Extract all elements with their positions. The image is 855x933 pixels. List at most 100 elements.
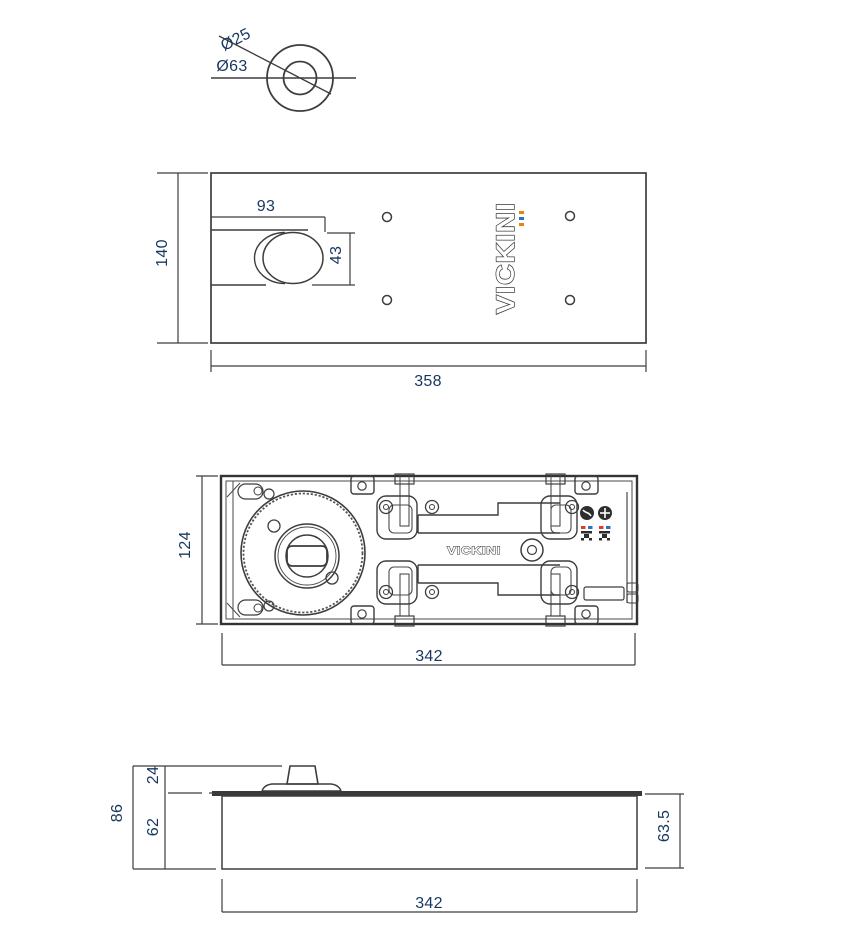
spindle-boss-arc	[253, 231, 286, 285]
spring-guide-frame	[540, 560, 578, 605]
washer-screw-hole	[569, 589, 575, 595]
speed-mark-blue	[588, 526, 593, 529]
dim-cover-slot-width: 93	[257, 198, 275, 215]
spring-guide-slot	[388, 504, 413, 534]
dim-spindle-inner-dia: Ø25	[218, 25, 253, 54]
clamp-pin	[237, 599, 264, 616]
cam-drum-knurl	[242, 492, 364, 614]
logo-accent-mark	[519, 211, 524, 214]
mounting-tab	[350, 475, 375, 495]
mounting-tab-hole	[581, 481, 591, 491]
inner-circle	[282, 60, 318, 96]
mechanism-inner-frame	[225, 480, 633, 620]
valve-speed-icon	[599, 526, 611, 541]
spring-guide-frame	[540, 495, 578, 540]
mounting-tab-hole	[357, 609, 367, 619]
washer-screw-hole	[569, 504, 575, 510]
mounting-tab	[574, 475, 599, 495]
bolt-head	[394, 473, 415, 485]
washer-screw-hole	[429, 504, 435, 510]
speed-mark-red	[581, 526, 586, 529]
spindle-flange-side	[261, 783, 342, 792]
cover-plate-view: VICKINI 93 43 140 358	[154, 172, 647, 390]
dim-cover-width: 358	[414, 373, 442, 390]
cam-drum	[240, 490, 366, 616]
valve-icon-bar	[581, 531, 592, 534]
clamp-pin	[237, 483, 264, 500]
washer-screw	[564, 499, 580, 515]
washer-screw-hole	[383, 504, 389, 510]
dim-side-right-height: 63.5	[656, 810, 673, 842]
dim-spindle-outer-dia: Ø63	[216, 58, 247, 75]
spring-guide-slot	[388, 566, 413, 596]
spring-guide-slot	[550, 504, 572, 534]
washer-screw	[378, 584, 394, 600]
valve-icon-stem	[602, 534, 607, 538]
spring-guide-slot	[550, 566, 572, 596]
washer-screw	[424, 499, 440, 515]
embossed-logo: VICKINI	[447, 545, 501, 557]
valve-icon-foot	[581, 538, 584, 541]
valve-icon-foot	[607, 538, 610, 541]
washer-screw-hole	[429, 589, 435, 595]
mounting-tab	[574, 605, 599, 625]
valve-icon-foot	[599, 538, 602, 541]
valve-icon-stem	[584, 534, 589, 538]
mounting-tab	[350, 605, 375, 625]
corner-chamfer	[226, 602, 241, 618]
leader-line-inner-dia	[218, 35, 332, 95]
washer-screw-hole	[383, 589, 389, 595]
spindle-bore	[285, 534, 329, 578]
dim-side-spindle-height: 24	[145, 766, 162, 784]
clamp-pin-hole	[253, 603, 263, 613]
screw-hole	[381, 211, 393, 223]
spring-guide-frame	[376, 495, 418, 540]
washer-screw	[424, 584, 440, 600]
dim-mech-height: 124	[177, 531, 194, 559]
spindle-boss	[262, 231, 324, 285]
spindle-side	[286, 765, 319, 785]
clamp-screw	[263, 488, 275, 500]
valve-screw-1-slot	[582, 509, 592, 517]
outer-circle	[266, 44, 334, 112]
side-elevation-view: 86 24 62 63.5 342	[109, 765, 684, 913]
corner-chamfer	[226, 482, 241, 498]
washer-screw	[564, 584, 580, 600]
brand-logo-vertical: VICKINI	[492, 202, 520, 314]
valve-icon-foot	[589, 538, 592, 541]
valve-speed-icon	[581, 526, 593, 541]
mechanism-view: VICKINI	[177, 473, 639, 666]
pivot-ring-hole	[526, 544, 538, 556]
cover-plate-outline	[210, 172, 647, 344]
dim-side-total-height: 86	[109, 804, 126, 822]
edge-connector	[626, 582, 639, 593]
mounting-tab-hole	[357, 481, 367, 491]
mounting-tab-hole	[581, 609, 591, 619]
screw-hole	[381, 294, 393, 306]
spindle-top-view: Ø25 Ø63	[211, 25, 356, 112]
edge-connector	[626, 593, 639, 604]
latch-bracket	[583, 586, 625, 601]
body-outline	[221, 795, 638, 870]
bolt-head	[394, 615, 415, 627]
speed-mark-red	[599, 526, 604, 529]
top-plate	[212, 791, 642, 796]
bolt-head	[545, 615, 566, 627]
flange-hole	[325, 571, 339, 585]
pivot-ring	[520, 538, 544, 562]
dim-mech-width: 342	[415, 648, 443, 665]
spindle-flange	[274, 523, 340, 589]
spring-bar-bottom	[418, 582, 560, 596]
screw-hole	[564, 210, 576, 222]
logo-accent-mark	[519, 223, 524, 226]
dim-side-body-height: 62	[145, 818, 162, 836]
screw-hole	[564, 294, 576, 306]
logo-accent-mark	[519, 217, 524, 220]
dim-cover-height: 140	[154, 239, 171, 267]
washer-screw	[378, 499, 394, 515]
spring-guide-frame	[376, 560, 418, 605]
bolt-head	[545, 473, 566, 485]
speed-mark-blue	[606, 526, 611, 529]
